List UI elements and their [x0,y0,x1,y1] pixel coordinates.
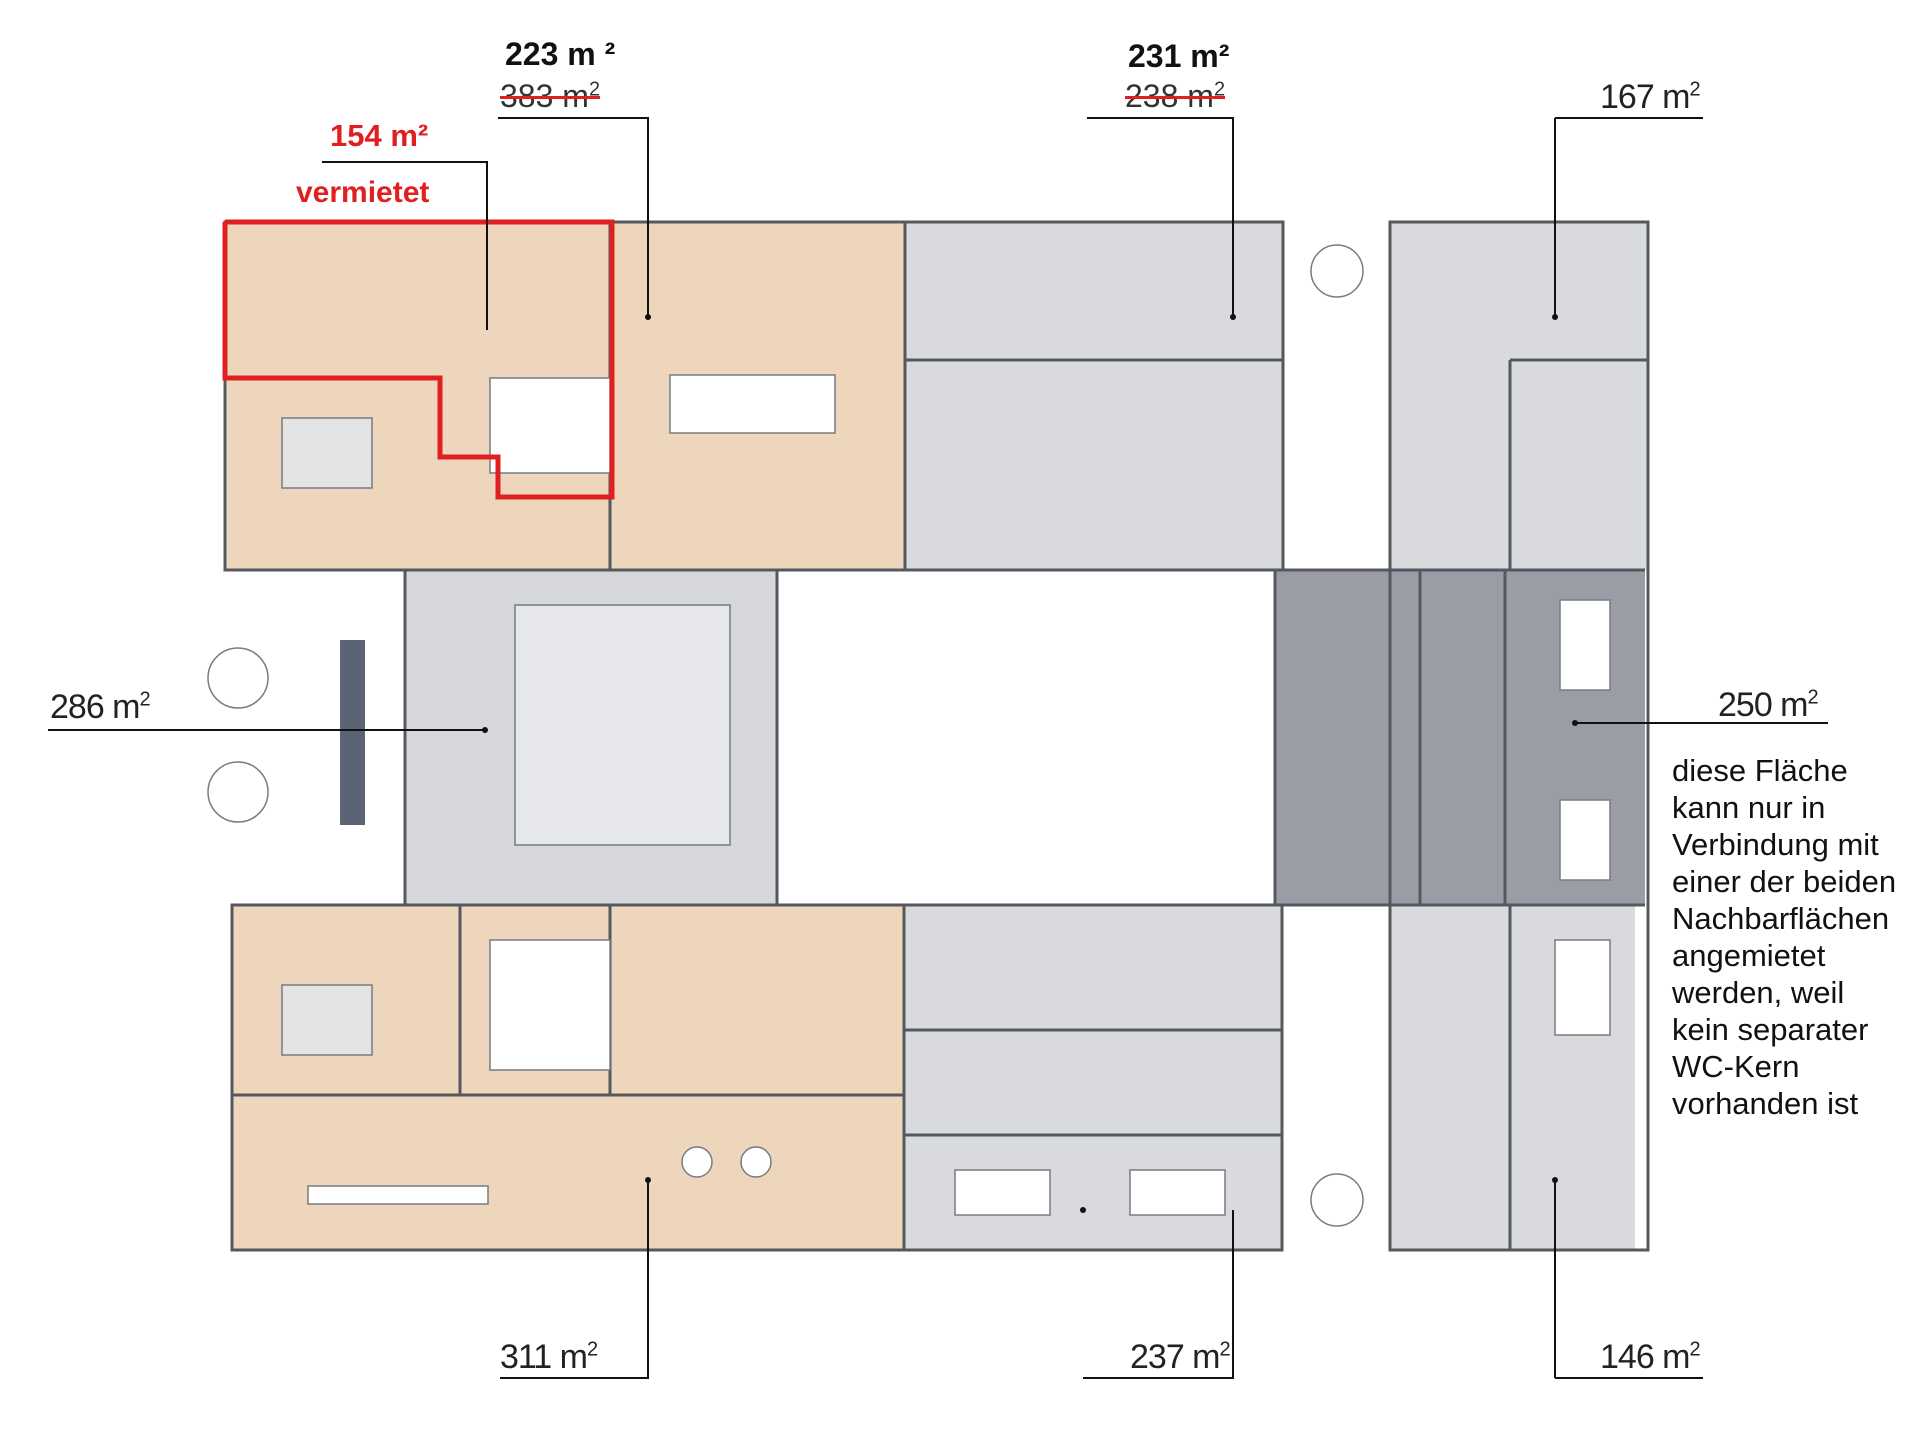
wc-block-top [489,377,611,474]
meeting-table-right-1 [1559,599,1611,691]
leader-lines [48,117,1828,1379]
note-line: Nachbarflächen [1672,901,1890,936]
revolving-door-3 [1310,244,1364,298]
furniture [207,244,1611,1227]
revolving-door-2 [207,761,269,823]
meeting-table-bottom-1 [954,1169,1051,1216]
courtyard [780,570,1275,905]
area-bottom-middle: 237 m2 [1130,1338,1231,1376]
lecture-seating [514,604,731,846]
area-top-right: 167 m2 [1600,78,1701,116]
rented-status: vermietet [296,176,430,209]
lift-bottom [281,984,373,1056]
note-line: diese Fläche [1672,753,1848,788]
area-top-left-previous: 383 m2 [500,78,601,114]
lectern [340,640,365,825]
note-line: Verbindung mit [1672,827,1879,862]
zone-grey-top-middle [905,222,1283,570]
rental-note: diese Fläche kann nur in Verbindung mit … [1672,752,1912,1122]
lift-top [281,417,373,489]
area-right: 250 m2 [1718,686,1819,724]
revolving-door-4 [1310,1173,1364,1227]
area-top-middle-previous: 238 m2 [1125,78,1226,114]
note-line: werden, weil [1672,975,1845,1010]
note-line: vorhanden ist [1672,1086,1859,1121]
note-line: WC-Kern [1672,1049,1800,1084]
area-bottom-right: 146 m2 [1600,1338,1701,1376]
zone-grey-right [1390,222,1648,570]
meeting-table-right-2 [1559,799,1611,881]
kitchen-counter [669,374,836,434]
note-line: kein separater [1672,1012,1869,1047]
walls [223,220,1650,1252]
area-bottom-left: 311 m2 [500,1338,598,1376]
area-top-middle-value: 231 m² [1128,38,1230,74]
leader-dots [482,314,1578,1213]
rented-outline [222,219,615,500]
note-line: kann nur in [1672,790,1826,825]
area-top-left-value: 223 m ² [505,36,616,72]
meeting-table-right-3 [1554,939,1611,1036]
note-line: angemietet [1672,938,1826,973]
zone-left-corridor [225,570,405,905]
long-table-bottom [307,1185,489,1205]
area-left: 286 m2 [50,688,151,726]
meeting-table-bottom-2 [1129,1169,1226,1216]
revolving-door-1 [207,647,269,709]
round-table-1 [681,1146,713,1178]
area-rented-value: 154 m² [330,118,429,153]
round-table-2 [740,1146,772,1178]
note-line: einer der beiden [1672,864,1897,899]
zones [225,222,1648,1250]
wc-block-bottom [489,939,611,1071]
